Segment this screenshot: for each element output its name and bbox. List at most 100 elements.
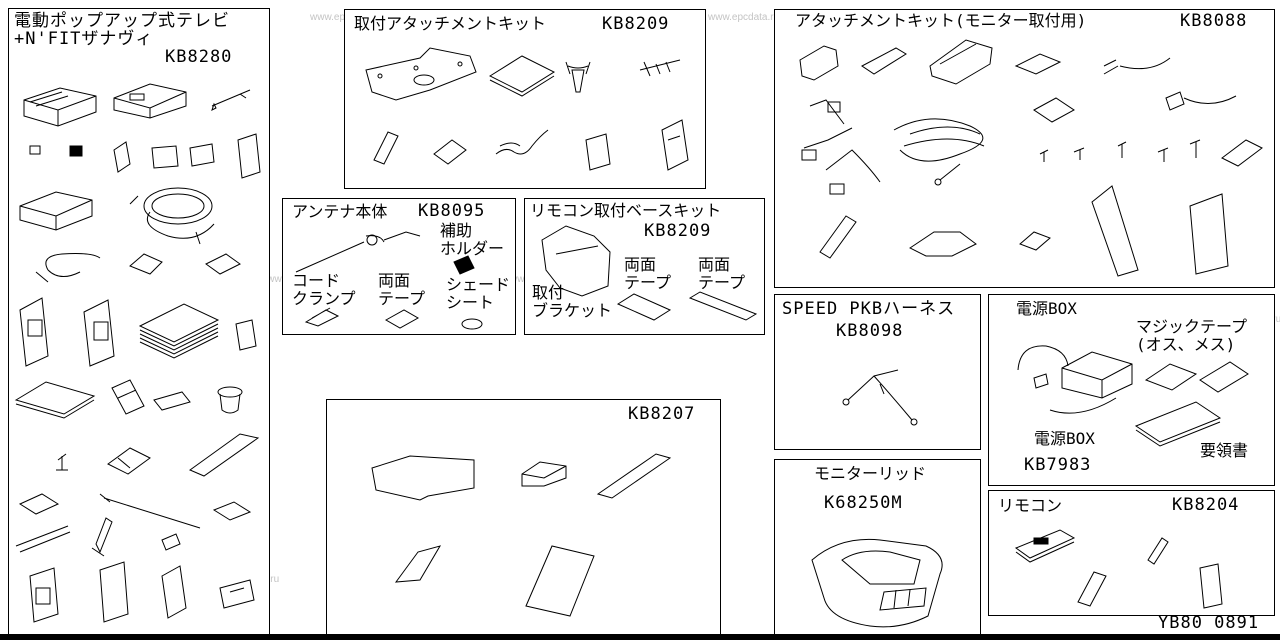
probe-tip-icon (934, 178, 942, 186)
panel-speed-harness (774, 294, 981, 450)
block-icon (521, 461, 567, 487)
remote-base-tape2-label: 両面 テープ (698, 255, 746, 292)
power-box-code: KB7983 (1024, 455, 1092, 475)
square-pad-icon (1033, 97, 1075, 123)
tv-kit-title: 電動ポップアップ式テレビ +N'FITザナヴィ (14, 11, 230, 49)
attachment-kit-code: KB8209 (602, 14, 670, 34)
speed-harness-code: KB8098 (836, 321, 904, 341)
panel-monitor-attachment-kit (774, 9, 1275, 288)
monitor-lid-code: K68250M (824, 493, 903, 513)
sheet-top-icon (585, 133, 611, 171)
antenna-rod-icon (295, 231, 421, 273)
screw-2-icon (1117, 141, 1127, 158)
monitor-lid-title: モニターリッド (814, 464, 927, 483)
floor-mat-icon (371, 455, 475, 501)
probe-wire-icon (939, 163, 961, 181)
angled-strip-icon (394, 545, 442, 583)
tie-icon (99, 493, 201, 529)
tv-kit-code: KB8280 (165, 47, 233, 67)
foam-icon (153, 391, 191, 411)
connector-a-icon (827, 101, 841, 113)
footer-code: YB80 0891 (1158, 613, 1260, 633)
clip2-icon (91, 517, 113, 557)
remote-control-icon (1014, 529, 1076, 563)
harness-bundle-icon (129, 187, 215, 245)
panel-tv-kit (8, 8, 270, 640)
foam-strip-icon (1221, 139, 1263, 167)
remote-sheet-icon (1199, 563, 1223, 609)
monitor-lid-icon (811, 538, 943, 628)
navi-unit-icon (113, 83, 187, 119)
cable-icon (35, 253, 101, 283)
foam-top-icon (433, 139, 467, 165)
manual2-icon (29, 561, 129, 623)
monitor-attachment-kit-title: アタッチメントキット(モニター取付用) (795, 11, 1087, 30)
harness-terminal-icon (842, 398, 850, 406)
strip-icon (188, 433, 260, 477)
connector-c-icon (829, 183, 845, 195)
note-icon (235, 319, 257, 351)
harness-terminal-2-icon (910, 418, 918, 426)
panel-antenna (282, 198, 516, 335)
panel-attachment-kit (344, 9, 706, 189)
manual-booklet-icon (1134, 401, 1222, 447)
tape-strip-1-icon (616, 293, 672, 321)
pad-icon (129, 253, 163, 275)
plate-bracket-2-icon (861, 47, 907, 75)
bracket-icon (111, 379, 145, 415)
envelope-icon (219, 579, 255, 609)
tape-strip-icon (15, 525, 71, 553)
speed-harness-icon (847, 369, 913, 421)
card2-icon (161, 565, 187, 619)
panel-monitor-lid (774, 459, 981, 640)
panel-remote (988, 490, 1275, 616)
remote-base-kit-code: KB8209 (644, 221, 712, 241)
bolt-2-icon (1073, 147, 1085, 160)
lead-wire-icon (1103, 57, 1171, 75)
bolt-icon (56, 453, 68, 471)
remote-tape-icon (1077, 571, 1107, 607)
remote-base-kit-title: リモコン取付ベースキット (530, 201, 722, 220)
sheet-kb8207-icon (525, 545, 595, 617)
wing-nut-icon (565, 61, 591, 93)
card-icon (113, 141, 131, 173)
watermark: www.epcdata.ru (708, 12, 780, 23)
strip-top-icon (373, 131, 399, 165)
monitor-attachment-kit-code: KB8088 (1180, 11, 1248, 31)
pad-square-icon (488, 55, 556, 97)
power-box-title: 電源BOX (1016, 299, 1077, 318)
power-box-magic-tape-label: マジックテープ (オス、メス) (1136, 317, 1248, 354)
panel-power-box (988, 294, 1275, 486)
screw-icon (639, 59, 681, 77)
remote-code: KB8204 (1172, 495, 1240, 515)
fuse-holder-icon (1165, 91, 1237, 111)
wedge-strip-icon (596, 453, 672, 499)
spring-wire-icon (495, 129, 549, 155)
magic-tape-2-icon (1199, 361, 1249, 393)
sheet2-icon (189, 143, 215, 167)
aux-holder-icon (453, 255, 475, 275)
tuner-box-icon (19, 191, 93, 231)
remote-title: リモコン (998, 496, 1063, 515)
pad4-icon (212, 501, 252, 521)
bolt-1-icon (1039, 149, 1049, 162)
power-unit-icon (1061, 351, 1133, 399)
antenna-shade-sheet-label: シェード シート (446, 275, 511, 312)
tape-long-icon (819, 215, 857, 259)
kb8207-code: KB8207 (628, 404, 696, 424)
plate-icon (14, 381, 96, 419)
grommet-icon (217, 386, 243, 414)
remote-base-tape1-label: 両面 テープ (624, 255, 672, 292)
remote-battery-icon (1147, 537, 1169, 565)
pad3-icon (18, 493, 60, 515)
remote-base-bracket-label: 取付 ブラケット (532, 283, 613, 320)
antenna-aux-holder-label: 補助 ホルダー (440, 221, 505, 258)
cord-clamp-icon (304, 307, 340, 327)
booklet-top-icon (661, 119, 689, 171)
pad2-icon (205, 253, 241, 275)
antenna-cord-clamp-label: コード クランプ (292, 271, 356, 308)
coiled-harness-icon (893, 118, 985, 162)
clamp-icon (107, 447, 151, 475)
tape-strip-2-icon (688, 291, 758, 321)
speed-harness-title: SPEED PKBハーネス (782, 299, 956, 319)
